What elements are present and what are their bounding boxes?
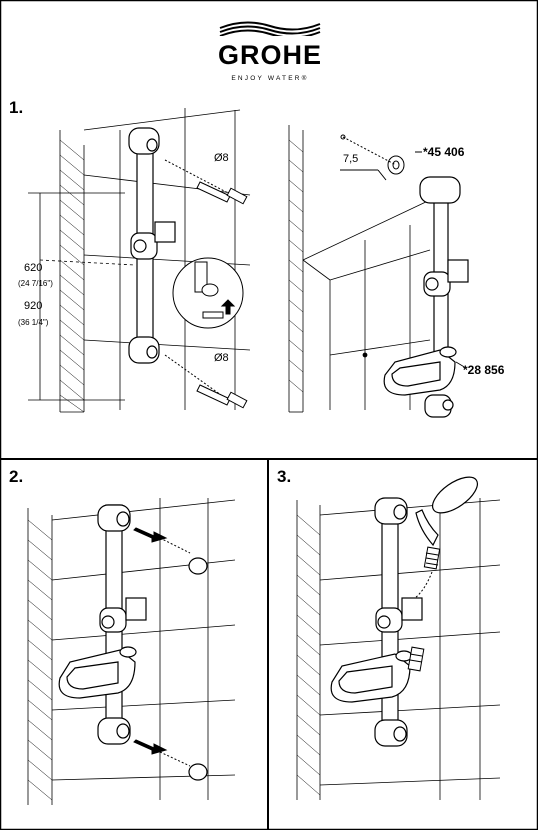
handshower-icon (415, 476, 478, 547)
dim-height-620-inch: (24 7/16") (18, 279, 53, 288)
step-number-1: 1. (9, 98, 24, 117)
bottom-wall-bracket (128, 336, 160, 364)
top-cover-cap-icon (188, 557, 208, 575)
brand-tagline: ENJOY WATER® (231, 75, 309, 82)
dim-height-920-inch: (36 1/4") (18, 318, 49, 327)
loose-bracket (424, 394, 454, 418)
bottom-insert-arrow-icon (133, 739, 191, 767)
soap-dish-icon (383, 346, 457, 396)
top-screw-icon (164, 159, 248, 205)
brand-name: GROHE (217, 40, 322, 70)
clip-detail (194, 261, 236, 319)
spacing-dimension: 7,5 (343, 153, 359, 165)
right-top-bracket (419, 176, 461, 204)
bottom-screw-icon (164, 354, 248, 409)
top-insert-arrow-icon (133, 527, 191, 554)
washer-icon (340, 134, 422, 181)
drill-size-top: Ø8 (214, 152, 229, 164)
part-number-45406: *45 406 (423, 145, 465, 159)
slider-holder (130, 221, 176, 260)
step-number-2: 2. (9, 467, 24, 486)
hose-connector-icon (423, 546, 441, 570)
step3-soap-dish (330, 653, 411, 703)
dim-height-920: 920 (24, 300, 43, 312)
brand-logo: GROHE ENJOY WATER® (190, 16, 350, 82)
hose-nut-icon (407, 646, 425, 672)
right-slider (423, 259, 469, 297)
dim-height-620: 620 (24, 262, 43, 274)
drill-size-bottom: Ø8 (214, 352, 229, 364)
part-number-28856: *28 856 (463, 363, 505, 377)
top-wall-bracket (128, 127, 160, 155)
bottom-cover-cap-icon (188, 763, 208, 781)
step-number-3: 3. (277, 467, 292, 486)
